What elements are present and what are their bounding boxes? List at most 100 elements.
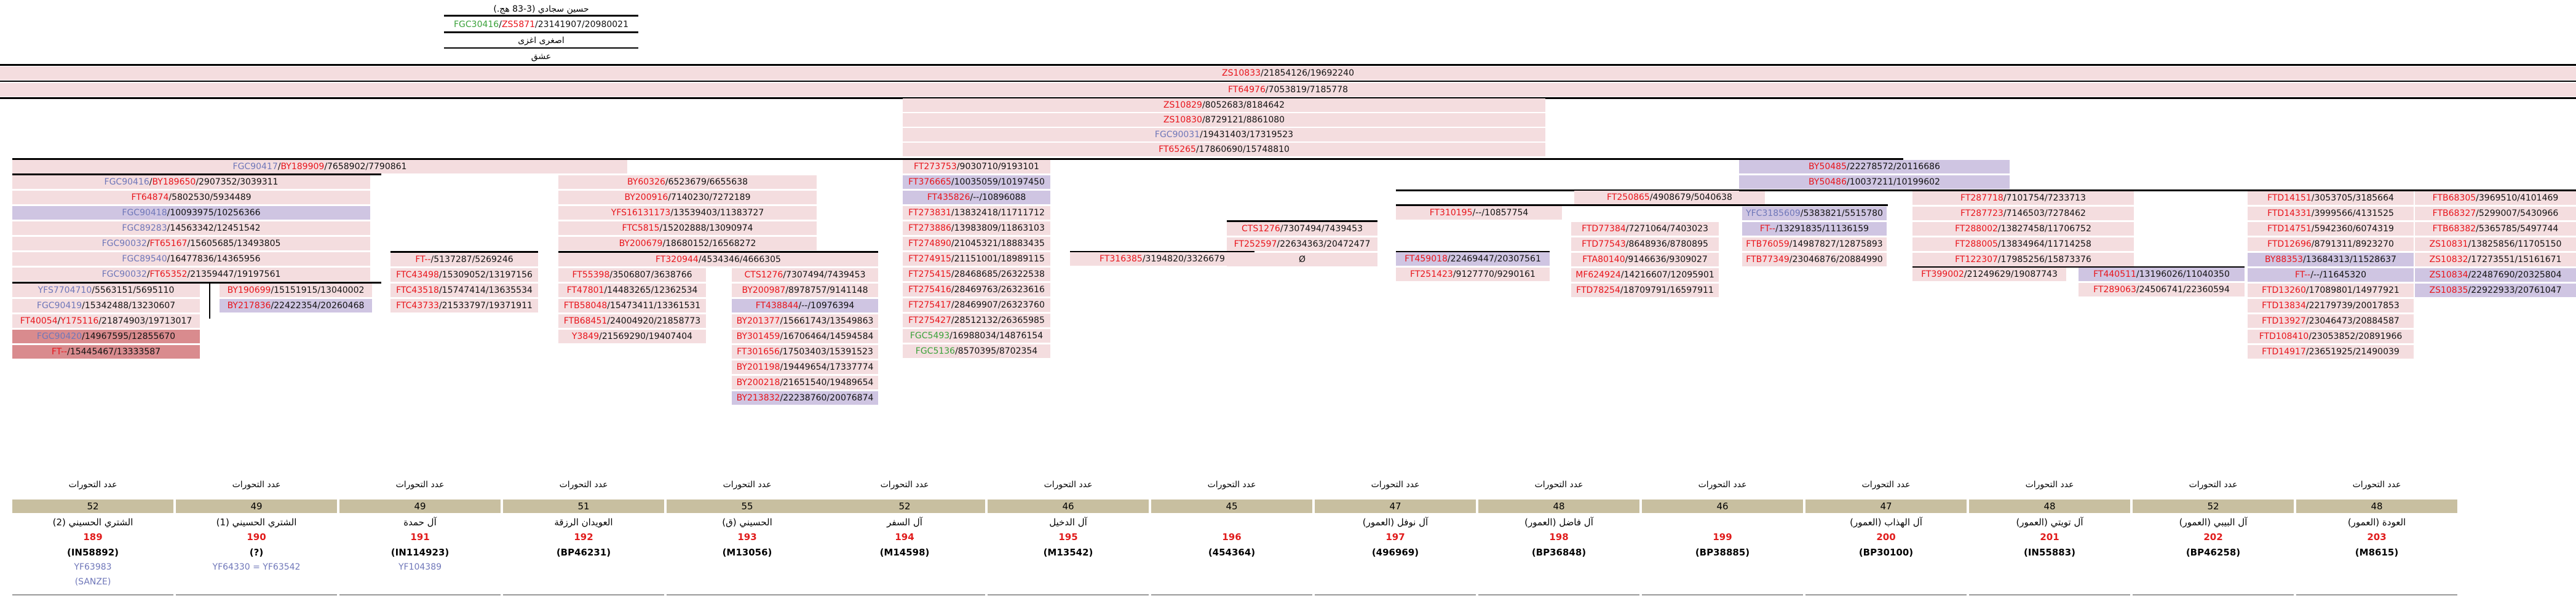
snp-text: /21359447/19197561 bbox=[187, 269, 281, 279]
snp-text: /28469907/26323760 bbox=[951, 300, 1045, 310]
col9-row: MF624924/14216607/12095901 bbox=[1571, 268, 1719, 282]
snp-text: BY200218 bbox=[736, 378, 780, 388]
col5-row: FT274890/21045321/18883435 bbox=[903, 237, 1050, 250]
snp-text: /15445467/13333587 bbox=[67, 347, 161, 357]
branch-code: (IN55883) bbox=[2023, 547, 2076, 558]
column-underline bbox=[2133, 594, 2294, 595]
snp-text: BY50486 bbox=[1809, 177, 1847, 187]
col4b-row: BY201198/19449654/17337774 bbox=[732, 360, 878, 374]
snp-text: /14987827/12875893 bbox=[1789, 239, 1883, 249]
snp-text: FT376665 bbox=[908, 177, 951, 187]
snp-text: FTD78254 bbox=[1576, 285, 1620, 295]
column-underline bbox=[176, 594, 337, 595]
snp-text: FT274890 bbox=[908, 239, 951, 249]
snp-text: /21045321/18883435 bbox=[951, 239, 1045, 249]
col10-row: FTB76059/14987827/12875893 bbox=[1742, 237, 1887, 251]
col11b-row: FT289063/24506741/22360594 bbox=[2079, 283, 2245, 297]
col10-row: FTB77349/23046876/20884990 bbox=[1742, 253, 1887, 266]
col4a-row: FTB58048/15473411/13361531 bbox=[558, 299, 706, 312]
snp-text: FTC43498 bbox=[396, 270, 439, 280]
col4b-row: BY301459/16706464/14594584 bbox=[732, 330, 878, 343]
snp-text: FT399002 bbox=[1921, 269, 1964, 279]
snp-text: ZS10835 bbox=[2429, 285, 2468, 295]
branch-number: 193 bbox=[737, 531, 757, 543]
snp-text: /16988034/14876154 bbox=[949, 331, 1044, 341]
col7-row: CTS1276/7307494/7439453 bbox=[1227, 222, 1377, 236]
snp-text: / bbox=[57, 316, 61, 326]
branch-number: 191 bbox=[410, 531, 430, 543]
snp-text: /7053819/7185778 bbox=[1265, 85, 1349, 95]
snp-text: /4908679/5040638 bbox=[1649, 193, 1732, 202]
snp-text: FT-- bbox=[51, 347, 68, 357]
snp-text: /22469447/20307561 bbox=[1447, 254, 1541, 264]
snp-text: CTS1276 bbox=[1242, 224, 1280, 234]
snp-text: ZS5871 bbox=[501, 20, 536, 30]
snp-text: FTA80140 bbox=[1582, 255, 1625, 265]
branch-label: العودة (العمور) bbox=[2347, 517, 2406, 528]
snp-text: FGC90032 bbox=[101, 239, 147, 249]
snp-text: FT55398 bbox=[572, 270, 610, 280]
col1b-row: BY217836/22422354/20260468 bbox=[220, 299, 372, 312]
branch-line bbox=[1912, 266, 2245, 268]
col5-row: FT376665/10035059/10197450 bbox=[903, 175, 1050, 189]
snp-text: FT273831 bbox=[908, 208, 951, 218]
snp-text: FT40054 bbox=[20, 316, 58, 326]
snp-text: /21249629/19087743 bbox=[1964, 269, 2058, 279]
column-underline bbox=[824, 594, 985, 595]
snp-text: FT251423 bbox=[1410, 269, 1453, 279]
snp-text: /15661743/13549863 bbox=[780, 316, 874, 326]
snp-text: FT65352 bbox=[149, 269, 188, 279]
snp-text: /21533797/19371911 bbox=[438, 301, 533, 311]
snp-text: /13834964/11714258 bbox=[1997, 239, 2091, 249]
count-title: عدد التحورات bbox=[880, 480, 929, 490]
snp-text: /28469763/26323616 bbox=[951, 285, 1045, 295]
mutation-count: 52 bbox=[12, 500, 173, 513]
snp-text: /10037211/10199602 bbox=[1846, 177, 1940, 187]
snp-text: FGC90419 bbox=[36, 301, 82, 311]
snp-text: /19431403/17319523 bbox=[1200, 130, 1294, 140]
branch-extra: YF104389 bbox=[398, 562, 442, 572]
branch-code: (?) bbox=[249, 547, 264, 558]
snp-text: FGC5493 bbox=[910, 331, 950, 341]
snp-text: FT275417 bbox=[908, 300, 951, 310]
count-title: عدد التحورات bbox=[232, 480, 281, 490]
snp-text: FTB68327 bbox=[2432, 209, 2476, 218]
snp-text: /23141907/20980021 bbox=[535, 20, 628, 30]
col12-row: BY88353/13684313/11528637 bbox=[2248, 253, 2414, 266]
snp-text: FTB68305 bbox=[2432, 193, 2476, 203]
column-underline bbox=[12, 594, 173, 595]
col4-row: FTC5815/15202888/13090974 bbox=[558, 221, 817, 235]
snp-text: /--/10896088 bbox=[970, 193, 1026, 202]
branch-label: آل السفر bbox=[887, 517, 922, 528]
center-snp-row: ZS10829/8052683/8184642 bbox=[903, 98, 1545, 112]
branch-number: 196 bbox=[1222, 531, 1242, 543]
snp-text: FT435826 bbox=[927, 193, 970, 202]
col1-row: FGC89540/16477836/14365956 bbox=[12, 252, 370, 266]
snp-text: FTD13260 bbox=[2262, 285, 2306, 295]
col11b-row: FT440511/13196026/11040350 bbox=[2079, 268, 2245, 281]
snp-text: /10035059/10197450 bbox=[951, 177, 1045, 187]
snp-text: /15473411/13361531 bbox=[607, 301, 701, 311]
snp-text: /8052683/8184642 bbox=[1202, 100, 1285, 110]
snp-text: FGC89540 bbox=[122, 254, 167, 264]
snp-text: /17089801/14977921 bbox=[2305, 285, 2400, 295]
snp-text: BY189909 bbox=[280, 162, 325, 172]
snp-text: /13825856/11705150 bbox=[2468, 239, 2562, 249]
snp-text: /5383821/5515780 bbox=[1800, 209, 1883, 218]
count-title: عدد التحورات bbox=[1044, 480, 1093, 490]
snp-text: /17273551/15161671 bbox=[2468, 255, 2562, 265]
branch-code: (IN58892) bbox=[66, 547, 119, 558]
branch-number: 194 bbox=[895, 531, 914, 543]
col10-top-row: BY50485/22278572/20116686 bbox=[1739, 160, 2010, 173]
mutation-count: 48 bbox=[2296, 500, 2457, 513]
col8-row: FT459018/22469447/20307561 bbox=[1396, 252, 1550, 266]
branch-label: آل نوفل (العمور) bbox=[1362, 517, 1429, 528]
col13-row: ZS10835/22922933/20761047 bbox=[2415, 284, 2576, 297]
snp-text: BY200987 bbox=[742, 285, 786, 295]
snp-text: FGC5136 bbox=[915, 346, 956, 356]
col9-row: FTA80140/9146636/9309027 bbox=[1571, 253, 1719, 266]
branch-line bbox=[1739, 189, 2576, 191]
branch-line bbox=[12, 158, 1903, 160]
snp-text: /17985256/15873376 bbox=[1997, 255, 2091, 265]
col10-top2-row: BY50486/10037211/10199602 bbox=[1739, 175, 2010, 189]
